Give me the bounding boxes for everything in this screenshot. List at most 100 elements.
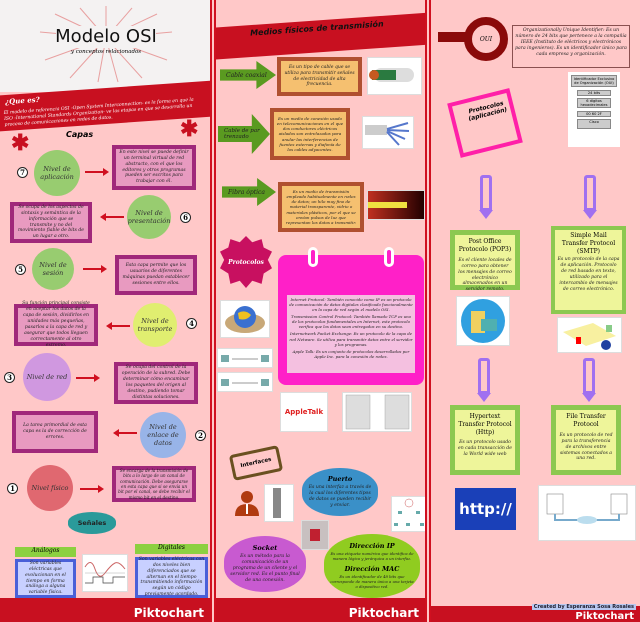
page-subtitle: y conceptos relacionados bbox=[70, 49, 142, 55]
capas-title: Capas bbox=[66, 130, 94, 139]
footer: Piktochart bbox=[0, 598, 210, 622]
column-osi-model: Modelo OSI y conceptos relacionados ¿Que… bbox=[0, 0, 212, 622]
piktochart-logo: Piktochart bbox=[348, 606, 419, 620]
layer-description: En este nivel se puede definir un termin… bbox=[112, 145, 196, 190]
senales-blob: Señales bbox=[68, 512, 116, 534]
layer-number: 7 bbox=[17, 167, 28, 178]
layer-number: 2 bbox=[195, 430, 206, 441]
arrow-right-icon bbox=[80, 485, 104, 493]
signal-graph-image bbox=[82, 554, 128, 592]
layer-number: 3 bbox=[4, 372, 15, 383]
credit-text: Created by Esperanza Sosa Rosales bbox=[531, 604, 636, 610]
magnifier-handle bbox=[438, 32, 466, 42]
ftp-diagram-image bbox=[538, 485, 636, 541]
layer-description: Su función principal consiste en aceptar… bbox=[14, 301, 98, 348]
coaxial-cable-image bbox=[367, 57, 422, 95]
media-description: Es un tipo de cable que se utiliza para … bbox=[277, 57, 362, 96]
layer-description: Se encarga de la transmisión de bits a l… bbox=[112, 466, 196, 502]
card-smtp: Simple Mail Transfer Protocol (SMTP)Es u… bbox=[551, 226, 626, 314]
media-label-coaxial: Cable coaxial bbox=[220, 61, 276, 89]
notepad-icon bbox=[447, 88, 523, 158]
pencil-arrow-icon bbox=[583, 175, 597, 219]
page-title: Modelo OSI bbox=[55, 26, 157, 47]
layer-number: 1 bbox=[7, 483, 18, 494]
title-area: Modelo OSI y conceptos relacionados bbox=[0, 0, 210, 92]
magnifier-icon: OUI bbox=[464, 17, 508, 61]
globe-image bbox=[220, 300, 270, 338]
person-icon bbox=[235, 491, 259, 516]
media-label-par-trenzado: Cable de par trenzado bbox=[218, 114, 270, 154]
calendar-ring bbox=[308, 247, 318, 267]
analogos-box: Son variables eléctricas que evolucionan… bbox=[15, 559, 76, 598]
arrow-left-icon bbox=[106, 322, 130, 330]
smtp-diagram-image bbox=[557, 317, 622, 353]
fiber-optic-image bbox=[367, 190, 425, 220]
layer-number: 4 bbox=[186, 318, 197, 329]
layer-description: Esta capa permite que los usuarios de di… bbox=[115, 255, 197, 295]
media-label-fibra-optica: Fibra óptica bbox=[222, 178, 276, 206]
card-pop3: Post Office Protocolo (POP3)Es el client… bbox=[450, 230, 520, 292]
table-cell: 6 dígitos hexadecimales bbox=[577, 98, 611, 108]
column-transmission-media: Medios físicos de transmisión Cable coax… bbox=[214, 0, 427, 622]
http-image: http:// bbox=[455, 488, 516, 530]
port-hardware-image bbox=[264, 484, 294, 522]
table-cell: Identificador Exclusivo de Organización … bbox=[571, 75, 617, 87]
oui-format-table: Identificador Exclusivo de Organización … bbox=[568, 72, 620, 147]
pencil-arrow-icon bbox=[582, 358, 596, 402]
pencil-arrow-icon bbox=[477, 358, 491, 402]
footer: Piktochart bbox=[216, 598, 425, 622]
osi-tcp-comparison-image bbox=[342, 392, 412, 432]
column-oui-protocols: OUI Organizationally Unique Identifier: … bbox=[429, 0, 640, 622]
tcp-diagram-image bbox=[217, 348, 273, 368]
asterisk-icon: ✱ bbox=[11, 130, 30, 156]
table-cell: Cisco bbox=[577, 119, 611, 129]
layer-number: 5 bbox=[15, 264, 26, 275]
layer-circle-enlace: Nivel de enlace de datos bbox=[140, 412, 186, 458]
media-description: Es un medio de conexión usado en telecom… bbox=[270, 108, 350, 160]
interfaces-speech-bubble: Interfaces bbox=[228, 445, 284, 481]
layer-circle-fisico: Nivel físico bbox=[27, 465, 73, 511]
layer-circle-red: Nivel de red bbox=[23, 353, 71, 401]
layer-description: Se ocupa del control de la operación de … bbox=[114, 362, 198, 404]
digitales-header: Digitales bbox=[135, 544, 208, 554]
udp-diagram-image bbox=[217, 372, 273, 392]
appletalk-logo: AppleTalk bbox=[280, 392, 328, 432]
oui-description: Organizationally Unique Identifier: Es u… bbox=[512, 25, 630, 68]
pencil-arrow-icon bbox=[479, 175, 493, 219]
arrow-left-icon bbox=[113, 429, 137, 437]
card-http: Hypertext Transfer Protocol (Http)Es un … bbox=[450, 405, 520, 475]
computer-image bbox=[456, 296, 510, 346]
asterisk-icon: ✱ bbox=[180, 116, 199, 142]
layer-number: 6 bbox=[180, 212, 191, 223]
arrow-right-icon bbox=[83, 265, 107, 273]
socket-chip-image bbox=[301, 520, 329, 550]
calendar-ring bbox=[384, 247, 394, 267]
piktochart-logo: Piktochart bbox=[575, 611, 634, 622]
network-topology-image bbox=[391, 496, 425, 532]
layer-circle-presentacion: Nivel de presentación bbox=[127, 195, 171, 239]
layer-circle-aplicacion: Nivel de aplicación bbox=[34, 150, 80, 196]
calendar-shape: Internet Protocol: También conocido como… bbox=[278, 247, 424, 385]
protocols-text: Internet Protocol: También conocido como… bbox=[287, 295, 415, 373]
protocolos-gear-badge: Protocolos bbox=[220, 236, 272, 288]
twisted-pair-image bbox=[362, 116, 414, 149]
table-cell: 00 60 2F bbox=[577, 111, 611, 117]
layer-description: Se ocupa de los aspectos de sintaxis y s… bbox=[10, 202, 92, 243]
piktochart-logo: Piktochart bbox=[133, 606, 204, 620]
analogos-header: Análogos bbox=[15, 547, 76, 557]
table-cell: 24 bits bbox=[577, 90, 611, 96]
arrow-right-icon bbox=[85, 168, 109, 176]
footer: Created by Esperanza Sosa Rosales Piktoc… bbox=[431, 604, 640, 622]
media-description: Es un medio de transmisión empleado habi… bbox=[278, 182, 364, 232]
layer-circle-sesion: Nivel de sesión bbox=[32, 248, 74, 290]
title-band bbox=[216, 12, 425, 60]
arrow-right-icon bbox=[76, 374, 100, 382]
arrow-left-icon bbox=[100, 213, 124, 221]
layer-circle-transporte: Nivel de transporte bbox=[133, 303, 177, 347]
digitales-box: Son variables eléctricas con dos niveles… bbox=[135, 557, 208, 598]
layer-description: La tarea primordial de esta capa es la d… bbox=[12, 411, 98, 453]
